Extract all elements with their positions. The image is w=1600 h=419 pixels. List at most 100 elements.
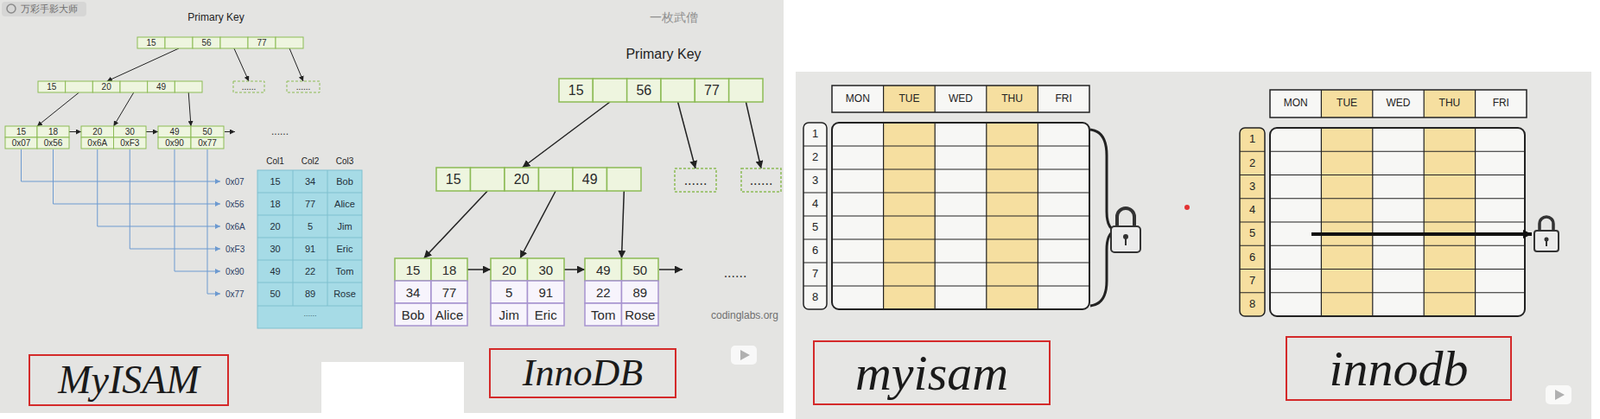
leader-line: [21, 149, 222, 182]
node-cells: [436, 167, 642, 191]
tree-pointer: [522, 101, 610, 168]
node-cell: [81, 126, 115, 138]
node-cell: [490, 280, 528, 304]
node-cell: [275, 37, 304, 49]
node-cell: [694, 78, 729, 102]
key-value: Tom: [590, 308, 616, 322]
key-value: 0x07: [12, 139, 32, 148]
ellipsis: ......: [723, 265, 748, 281]
key-value: 30: [125, 127, 135, 137]
table-cell: 18: [269, 198, 280, 210]
key-value: 49: [596, 263, 611, 277]
tree-pointer: [188, 92, 191, 127]
leader-line: [97, 149, 221, 227]
table-outline: [831, 122, 1090, 310]
ellipsis: ......: [303, 310, 317, 319]
node-cell: [165, 37, 193, 49]
leaf-continuation: [659, 268, 683, 271]
highlight-cell: [883, 85, 936, 113]
index-caption: Primary Key: [625, 46, 701, 63]
node-cell: [158, 126, 191, 138]
node-cell: [190, 126, 224, 138]
placeholder-node: ......: [233, 81, 265, 93]
btree-leaf-node: 2030591JimEric: [490, 258, 565, 326]
key-value: 20: [514, 172, 530, 187]
row-number: 8: [1249, 298, 1256, 311]
tree-pointer: [745, 101, 762, 169]
placeholder-node: ......: [741, 168, 781, 192]
row-address: 0x56: [225, 199, 245, 210]
node-cell: [233, 81, 265, 93]
tree-pointer: [289, 48, 304, 82]
lock-body: [1534, 230, 1559, 252]
header-grid: [883, 85, 1039, 113]
row-number: 8: [812, 291, 819, 304]
table-cell: 22: [304, 266, 316, 277]
node-cell: [431, 303, 468, 326]
key-value: 49: [169, 127, 179, 137]
row-number: 7: [1249, 274, 1256, 287]
tree-pointer: [37, 92, 80, 127]
key-value: 77: [704, 83, 720, 98]
node-cell: [394, 258, 432, 281]
leader-line: [207, 149, 221, 294]
day-header: TUE: [898, 93, 920, 105]
table-cell: Alice: [334, 198, 356, 210]
watermark: 万彩手影大师: [20, 3, 78, 14]
address-leaders: [21, 149, 222, 294]
node-cell: [504, 167, 540, 191]
row-number: 5: [1249, 227, 1256, 240]
key-value: 20: [92, 127, 102, 137]
node-cell: [584, 280, 623, 304]
table-brace: [1090, 129, 1115, 306]
key-value: 15: [146, 38, 156, 48]
play-icon: [1555, 389, 1565, 400]
key-value: 49: [156, 82, 166, 92]
header-grid: [1320, 89, 1475, 118]
row-number: 3: [812, 174, 819, 187]
day-header: MON: [1283, 97, 1308, 109]
key-value: Bob: [401, 308, 426, 322]
engine-label-box: InnoDB: [488, 348, 677, 399]
table-grid: [831, 122, 1090, 310]
left-panel: [0, 0, 784, 413]
node-cell: [622, 280, 660, 304]
tree-pointer: [424, 190, 489, 259]
table-cell: 50: [269, 288, 280, 299]
key-value: 22: [596, 285, 611, 299]
node-cell: [622, 303, 660, 326]
node-cell: [137, 37, 166, 49]
key-value: Rose: [624, 308, 655, 322]
row-lock-line: [1311, 232, 1532, 236]
key-value: 15: [16, 127, 26, 137]
right-panel: [795, 71, 1592, 419]
node-cell: [5, 126, 38, 138]
header-ground: [831, 85, 1090, 113]
engine-name: MyISAM: [57, 358, 199, 403]
btree-root-node: 155677: [137, 37, 304, 49]
leader-line: [53, 149, 222, 204]
row-number: 6: [812, 244, 819, 257]
leaf-link: [467, 268, 491, 271]
table-cell: 77: [304, 198, 316, 210]
node-cell: [247, 37, 276, 49]
ellipsis: ......: [749, 173, 774, 188]
node-cell: [147, 81, 176, 93]
key-value: 50: [202, 127, 212, 137]
header-outline: [1269, 89, 1527, 118]
leaf-link: [564, 268, 585, 271]
row-number: 4: [1249, 203, 1256, 216]
row-number: 4: [812, 197, 819, 210]
node-cell: [660, 78, 695, 102]
day-header: MON: [845, 93, 870, 105]
key-value: 20: [501, 263, 517, 277]
row-number-column: [803, 122, 827, 310]
column-header: Col2: [301, 156, 320, 166]
row-number: 3: [1249, 180, 1256, 193]
leaf-link: [69, 131, 82, 133]
node-cell: [431, 280, 468, 304]
row-address: 0x07: [225, 177, 245, 187]
day-header: FRI: [1492, 97, 1510, 109]
